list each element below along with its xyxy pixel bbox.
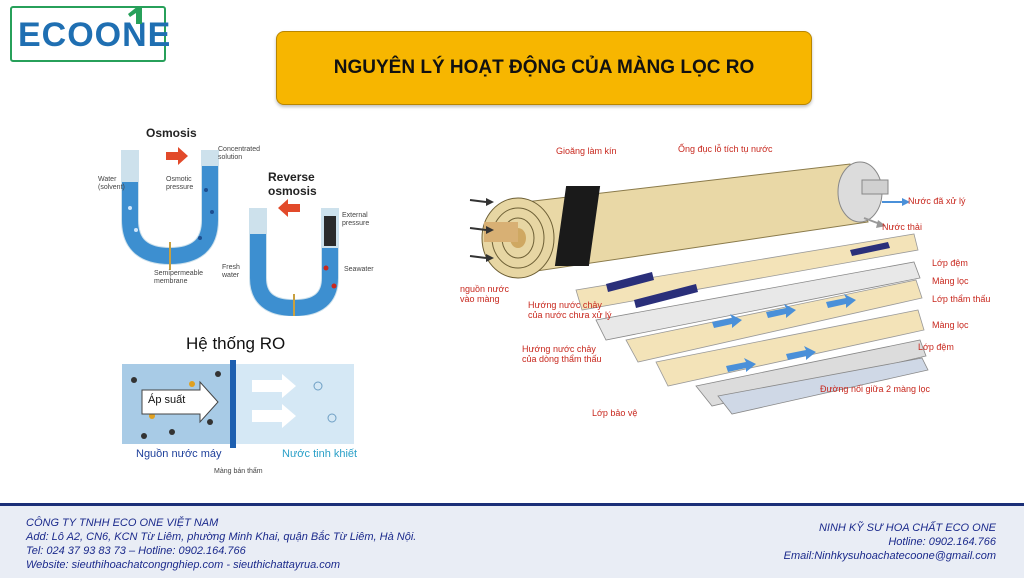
pure-water-label: Nước tinh khiết	[282, 448, 358, 460]
footer-email[interactable]: Email:Ninhkysuhoachatecoone@gmail.com	[783, 550, 996, 562]
footer-contact-name: NINH KỸ SƯ HOA CHẤT ECO ONE	[818, 522, 996, 534]
spacer-bottom-label: Lớp đệm	[918, 342, 954, 352]
membrane-bottom-label: Màng lọc	[932, 320, 969, 330]
untreated-flow-label-2: của nước chưa xử lý	[528, 310, 612, 320]
footer-company: CÔNG TY TNHH ECO ONE VIỆT NAM	[26, 517, 219, 529]
company-logo[interactable]: ECOONE	[10, 6, 170, 62]
reverse-osmosis-diagram: Reverse osmosis External pressure Fresh …	[222, 168, 382, 316]
semipermeable-membrane-label: Semipermeable membrane	[154, 270, 204, 285]
water-solvent-label: Water (solvent)	[98, 176, 125, 191]
protective-layer-label: Lớp bảo vệ	[592, 408, 638, 418]
permeate-flow-label-1: Hướng nước chảy	[522, 344, 596, 354]
concentrated-solution-label: Concentrated solution	[218, 146, 261, 161]
title-banner: NGUYÊN LÝ HOẠT ĐỘNG CỦA MÀNG LỌC RO	[276, 31, 812, 105]
osmosis-u-tube	[121, 147, 219, 270]
number-one-icon	[128, 6, 142, 24]
external-pressure-label: External pressure	[342, 212, 370, 227]
ro-system-heading: Hệ thống RO	[186, 334, 286, 353]
treated-water-label: Nước đã xử lý	[908, 196, 966, 206]
seal-label: Gioăng làm kín	[556, 146, 617, 156]
logo-text: ECOONE	[18, 16, 172, 54]
reverse-osmosis-heading-1: Reverse	[268, 170, 315, 184]
joint-label: Đường nối giữa 2 màng lọc	[820, 384, 931, 394]
ro-system-tank	[122, 360, 354, 448]
reverse-osmosis-heading-2: osmosis	[268, 184, 317, 198]
permeate-layer-label: Lớp thẩm thấu	[932, 294, 991, 304]
footer-website[interactable]: Website: sieuthihoachatcongnghiep.com - …	[26, 559, 341, 571]
footer-address: Add: Lô A2, CN6, KCN Từ Liêm, phường Min…	[26, 531, 417, 543]
footer-hotline: Hotline: 0902.164.766	[888, 536, 996, 548]
footer: CÔNG TY TNHH ECO ONE VIỆT NAM Add: Lô A2…	[0, 503, 1024, 578]
membrane-label: Màng bán thấm	[214, 468, 263, 475]
ro-membrane-diagram: Gioăng làm kín Ống đục lỗ tích tụ nước N…	[456, 130, 990, 430]
pressure-label: Áp suất	[148, 394, 186, 406]
fresh-water-label: Fresh water	[222, 264, 240, 279]
spacer-top-label: Lớp đệm	[932, 258, 968, 268]
seawater-label: Seawater	[344, 266, 374, 273]
feed-water-label-2: vào màng	[460, 294, 500, 304]
leaf-icon	[72, 14, 108, 54]
waste-water-label: Nước thải	[882, 222, 922, 232]
reverse-osmosis-u-tube	[249, 199, 339, 316]
perforated-tube-label: Ống đục lỗ tích tụ nước	[678, 144, 773, 154]
footer-tel: Tel: 024 37 93 83 73 – Hotline: 0902.164…	[26, 545, 246, 557]
osmosis-heading: Osmosis	[146, 126, 197, 140]
untreated-flow-label-1: Hướng nước chảy	[528, 300, 602, 310]
source-water-label: Nguồn nước máy	[136, 448, 222, 460]
page-title: NGUYÊN LÝ HOẠT ĐỘNG CỦA MÀNG LỌC RO	[333, 57, 755, 78]
osmosis-diagram: Osmosis Water (solvent) Osmotic pressure…	[94, 120, 284, 290]
permeate-flow-label-2: của dòng thẩm thấu	[522, 354, 602, 364]
membrane-top-label: Màng lọc	[932, 276, 969, 286]
ro-membrane-illustration	[469, 161, 929, 415]
osmotic-pressure-label: Osmotic pressure	[166, 176, 194, 191]
ro-system-diagram: Hệ thống RO Áp suất Nguồn nước máy Nước …	[122, 330, 358, 490]
feed-water-label-1: nguồn nước	[460, 284, 509, 294]
